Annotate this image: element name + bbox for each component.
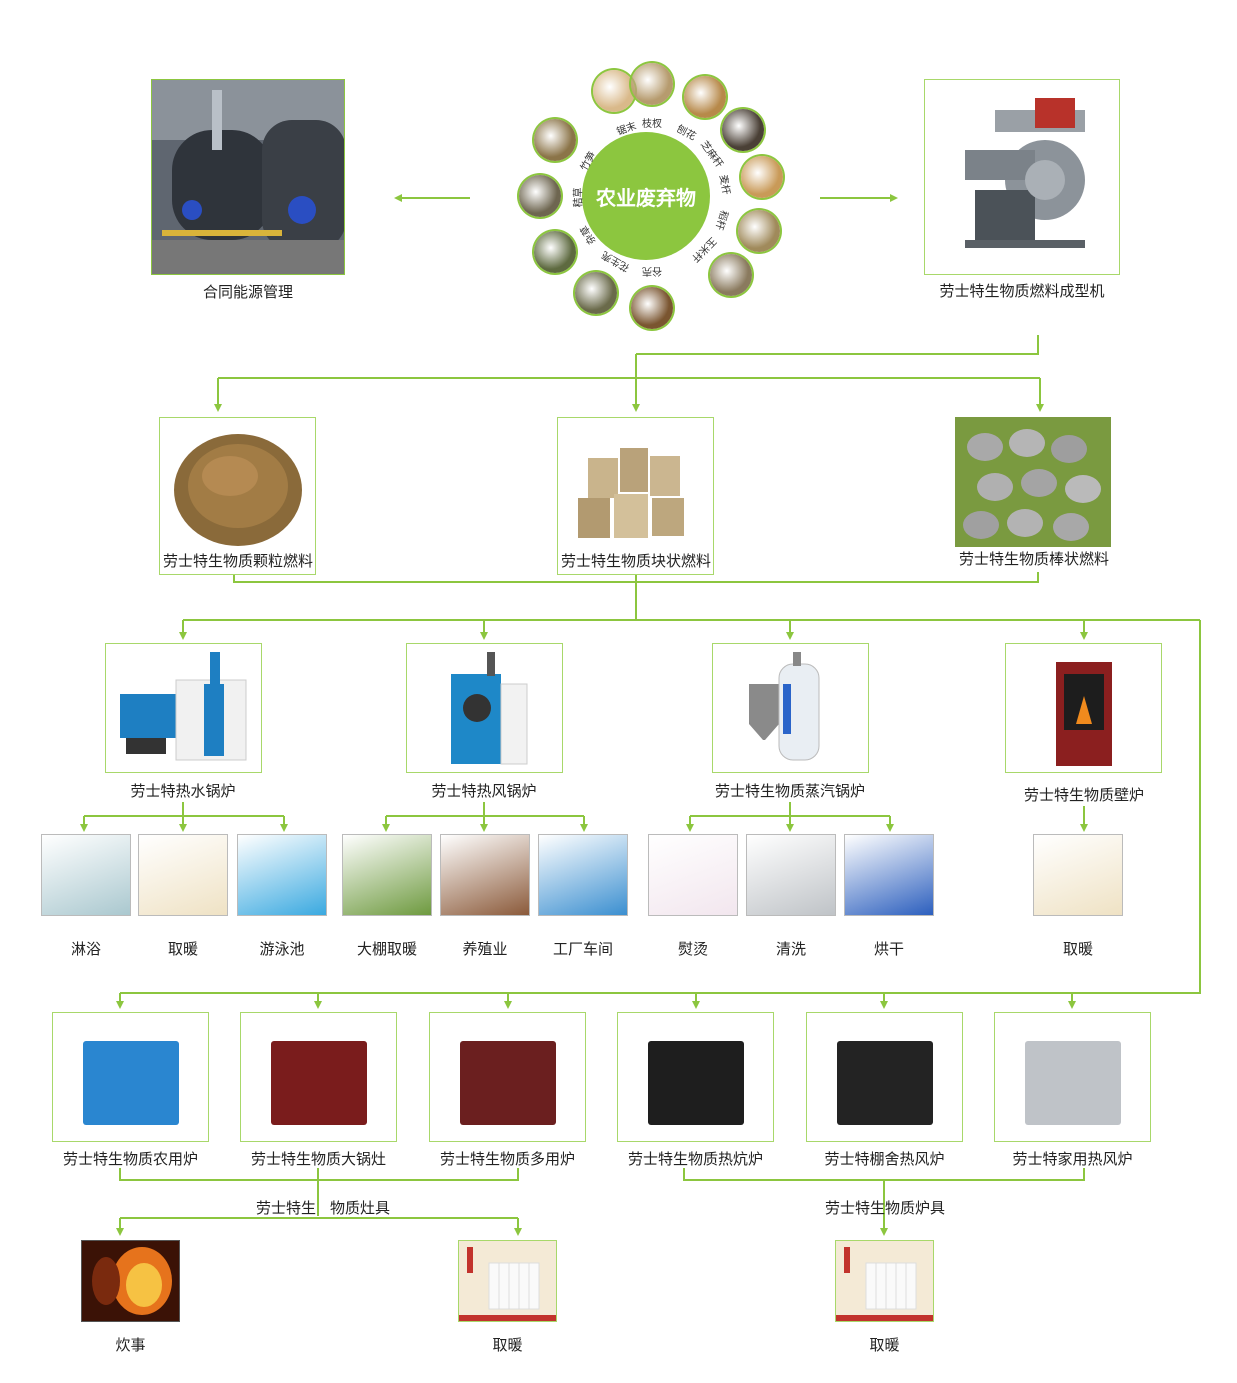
material-label: 秸草 bbox=[573, 187, 585, 208]
stove-label: 劳士特生物质热炕炉 bbox=[627, 1150, 763, 1168]
heating-final-label-2: 取暖 bbox=[869, 1336, 900, 1354]
material-image bbox=[737, 209, 780, 252]
stove-image bbox=[806, 1012, 963, 1142]
cooking-group-label-left: 劳士特生 bbox=[255, 1199, 316, 1217]
hot-air-boiler-label: 劳士特热风锅炉 bbox=[431, 782, 537, 800]
stove-label: 劳士特家用热风炉 bbox=[1012, 1150, 1133, 1168]
use-label: 大棚取暖 bbox=[356, 940, 417, 958]
material-label: 谷壳 bbox=[642, 265, 662, 276]
stove-label: 劳士特生物质多用炉 bbox=[439, 1150, 575, 1168]
cooking-final-image bbox=[81, 1240, 180, 1322]
material-label: 枝杈 bbox=[642, 119, 662, 130]
steam-boiler-label: 劳士特生物质蒸汽锅炉 bbox=[714, 782, 865, 800]
stove-body bbox=[271, 1041, 367, 1125]
forming-machine-label: 劳士特生物质燃料成型机 bbox=[939, 282, 1105, 300]
use-label: 工厂车间 bbox=[552, 940, 613, 958]
use-label: 淋浴 bbox=[70, 940, 101, 958]
stove-body bbox=[648, 1041, 744, 1125]
stove-label: 劳士特生物质农用炉 bbox=[62, 1150, 198, 1168]
material-image bbox=[631, 63, 673, 105]
use-label: 清洗 bbox=[775, 940, 806, 958]
heating-final-label-1: 取暖 bbox=[492, 1336, 523, 1354]
material-image bbox=[631, 287, 673, 329]
material-image bbox=[721, 109, 764, 152]
use-image bbox=[41, 834, 131, 916]
material-image bbox=[534, 231, 576, 273]
stove-image bbox=[617, 1012, 774, 1142]
steam-boiler-image bbox=[712, 643, 869, 773]
agri-waste-center: 农业废弃物 bbox=[582, 132, 710, 260]
use-label: 养殖业 bbox=[462, 940, 508, 958]
heating-final-image-1 bbox=[458, 1240, 557, 1322]
material-image bbox=[741, 155, 784, 198]
stove-label: 劳士特生物质大锅灶 bbox=[250, 1150, 386, 1168]
stove-body bbox=[460, 1041, 556, 1125]
use-image bbox=[138, 834, 228, 916]
use-image bbox=[538, 834, 628, 916]
energy-management-image bbox=[151, 79, 345, 275]
material-image bbox=[710, 254, 753, 297]
stove-body bbox=[837, 1041, 933, 1125]
stove-label: 劳士特棚舍热风炉 bbox=[824, 1150, 945, 1168]
use-image bbox=[342, 834, 432, 916]
block-fuel-image bbox=[557, 417, 714, 575]
use-label: 取暖 bbox=[167, 940, 198, 958]
fireplace-image bbox=[1005, 643, 1162, 773]
material-image bbox=[592, 69, 635, 112]
block-fuel-label: 劳士特生物质块状燃料 bbox=[560, 552, 711, 570]
stove-image bbox=[240, 1012, 397, 1142]
stove-image bbox=[52, 1012, 209, 1142]
rod-fuel-label: 劳士特生物质棒状燃料 bbox=[958, 550, 1109, 568]
use-label: 熨烫 bbox=[677, 940, 708, 958]
material-image bbox=[519, 175, 561, 217]
heating-final-image-2 bbox=[835, 1240, 934, 1322]
cooking-group-label-right: 物质灶具 bbox=[330, 1199, 391, 1217]
hot-water-boiler-label: 劳士特热水锅炉 bbox=[130, 782, 236, 800]
material-image bbox=[534, 119, 576, 161]
energy-management-label: 合同能源管理 bbox=[202, 283, 293, 301]
use-image bbox=[1033, 834, 1123, 916]
use-image bbox=[648, 834, 738, 916]
use-label: 游泳池 bbox=[259, 940, 305, 958]
pellet-fuel-image bbox=[159, 417, 316, 575]
use-label: 烘干 bbox=[873, 940, 904, 958]
stove-image bbox=[994, 1012, 1151, 1142]
rod-fuel-image bbox=[955, 417, 1111, 547]
forming-machine-image bbox=[924, 79, 1120, 275]
stove-image bbox=[429, 1012, 586, 1142]
stove-body bbox=[83, 1041, 179, 1125]
hot-water-boiler-image bbox=[105, 643, 262, 773]
stove-body bbox=[1025, 1041, 1121, 1125]
use-label: 取暖 bbox=[1062, 940, 1093, 958]
use-image bbox=[237, 834, 327, 916]
machine-to-fuels bbox=[636, 335, 1039, 355]
cooking-final-label: 炊事 bbox=[115, 1336, 146, 1354]
material-image bbox=[683, 76, 726, 119]
hot-air-boiler-image bbox=[406, 643, 563, 773]
pellet-fuel-label: 劳士特生物质颗粒燃料 bbox=[162, 552, 313, 570]
heating-group-label: 劳士特生物质炉具 bbox=[824, 1199, 945, 1217]
use-image bbox=[440, 834, 530, 916]
use-image bbox=[844, 834, 934, 916]
use-image bbox=[746, 834, 836, 916]
fireplace-label: 劳士特生物质壁炉 bbox=[1023, 786, 1144, 804]
material-image bbox=[575, 271, 617, 314]
agri-waste-label: 农业废弃物 bbox=[596, 185, 696, 210]
